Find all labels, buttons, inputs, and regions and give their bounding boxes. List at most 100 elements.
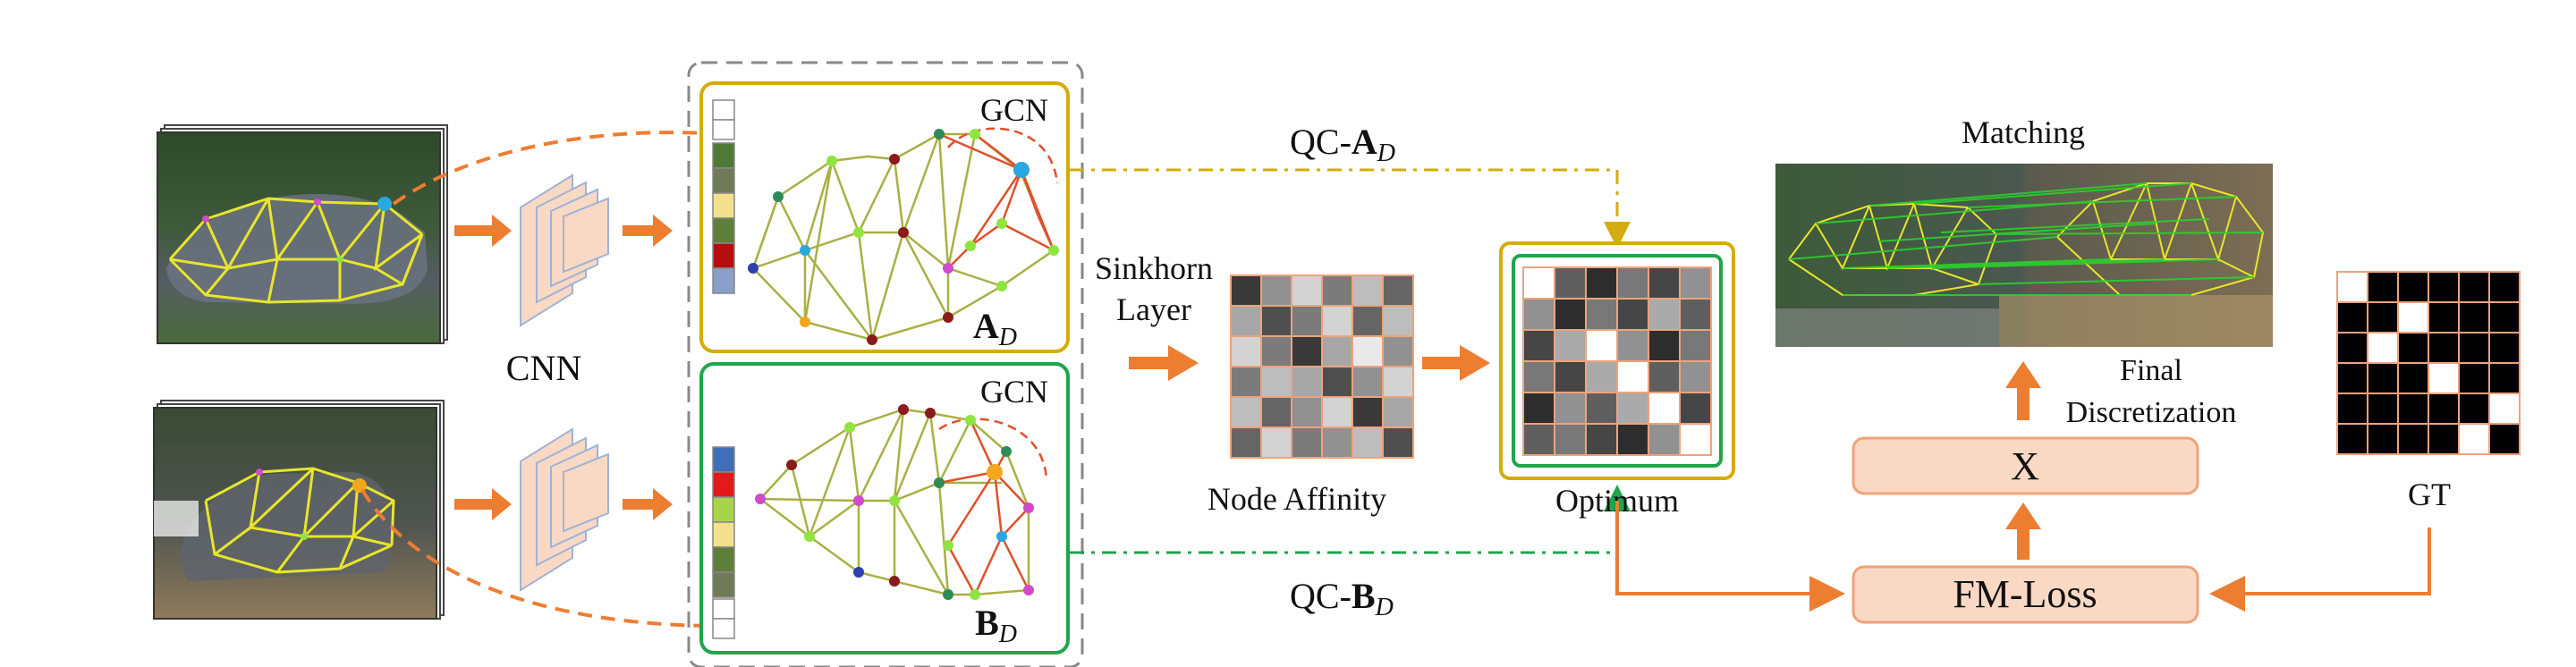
graph-a-nodes (748, 129, 1059, 345)
affinity-cell (1230, 335, 1262, 367)
sinkhorn-label-line2: Layer (1116, 291, 1191, 327)
optimum-cell (1616, 423, 1649, 456)
gt-cell (2367, 393, 2399, 425)
gt-cell (2397, 423, 2429, 455)
gt-cell (2367, 271, 2399, 303)
qc-b-label: QC-BD (1290, 576, 1394, 621)
final-discretization-line1: Final (2120, 354, 2182, 387)
gt-cell (2397, 271, 2429, 303)
affinity-cell (1352, 274, 1384, 307)
fm-loss-label: FM-Loss (1953, 572, 2097, 616)
input-image-bottom (153, 400, 445, 620)
affinity-cell (1291, 396, 1323, 428)
gt-cell (2397, 393, 2429, 425)
optimum-cell (1585, 392, 1618, 425)
affinity-cell (1382, 366, 1414, 398)
optimum-cell (1616, 298, 1649, 331)
gt-cell (2336, 301, 2368, 334)
top-anchor-node (377, 197, 392, 211)
gt-cell (2428, 301, 2460, 334)
final-discretization-line2: Discretization (2066, 396, 2237, 429)
gt-cell (2458, 362, 2490, 394)
optimum-cell (1522, 360, 1555, 393)
affinity-cell (1382, 335, 1414, 367)
affinity-cell (1321, 396, 1353, 428)
optimum-cell (1554, 329, 1587, 362)
optimum-cell (1679, 266, 1712, 300)
dashed-link-top (392, 131, 721, 206)
affinity-cell (1260, 274, 1292, 307)
gt-cell (2458, 393, 2490, 425)
optimum-cell (1616, 266, 1649, 300)
affinity-cell (1352, 426, 1384, 459)
affinity-cell (1382, 305, 1414, 337)
affinity-cell (1382, 426, 1414, 459)
gt-cell (2458, 301, 2490, 334)
gcn-label-top: GCN (980, 92, 1048, 128)
feature-bar-bottom (712, 446, 735, 639)
optimum-cell (1679, 392, 1712, 425)
optimum-cell (1679, 423, 1712, 456)
gt-cell (2428, 362, 2460, 394)
gt-cell (2428, 393, 2460, 425)
gt-cell (2428, 332, 2460, 364)
graph-b-nodes (755, 404, 1034, 600)
optimum-cell (1679, 329, 1712, 362)
dashed-link-bottom (360, 488, 721, 628)
gt-cell (2367, 301, 2399, 334)
affinity-cell (1352, 335, 1384, 367)
affinity-cell (1321, 335, 1353, 367)
gcn-box-bottom: GCN (699, 362, 1070, 654)
optimum-cell (1616, 392, 1649, 425)
affinity-cell (1230, 396, 1262, 428)
affinity-cell (1291, 305, 1323, 337)
matching-lines (1788, 182, 2264, 296)
optimum-cell (1616, 329, 1649, 362)
gt-cell (2488, 362, 2521, 394)
optimum-cell (1648, 329, 1681, 362)
graph-a-label: AD (973, 306, 1017, 351)
optimum-to-fmloss-line (1615, 501, 1845, 612)
affinity-cell (1352, 366, 1384, 398)
optimum-cell (1648, 360, 1681, 393)
optimum-cell (1522, 392, 1555, 425)
optimum-cell (1585, 423, 1618, 456)
gt-to-fmloss-line (2209, 528, 2431, 612)
gt-cell (2488, 393, 2521, 425)
affinity-cell (1291, 274, 1323, 307)
optimum-cell (1585, 266, 1618, 300)
gt-cell (2336, 362, 2368, 394)
x-box (1852, 436, 2199, 495)
gt-cell (2488, 271, 2521, 303)
gt-cell (2488, 332, 2521, 364)
node-affinity-label: Node Affinity (1208, 481, 1386, 517)
optimum-matrix (1522, 266, 1712, 456)
cnn-block-top (520, 173, 609, 327)
gt-cell (2458, 332, 2490, 364)
graph-b-red-edges (938, 419, 1030, 595)
optimum-cell (1554, 298, 1587, 331)
gt-cell (2458, 271, 2490, 303)
affinity-cell (1382, 396, 1414, 428)
graph-b-label: BD (975, 603, 1017, 648)
gt-cell (2367, 423, 2399, 455)
optimum-cell (1616, 360, 1649, 393)
cnn-block-bottom (520, 427, 609, 592)
bottom-anchor-node (352, 478, 367, 493)
gt-cell (2458, 423, 2490, 455)
cnn-label: CNN (506, 348, 581, 388)
affinity-cell (1260, 305, 1292, 337)
affinity-cell (1260, 335, 1292, 367)
qc-a-label: QC-AD (1290, 122, 1395, 167)
gt-cell (2336, 271, 2368, 303)
affinity-cell (1382, 274, 1414, 307)
matching-image (1775, 164, 2273, 347)
gcn-container (687, 61, 1084, 667)
optimum-cell (1554, 360, 1587, 393)
affinity-cell (1291, 426, 1323, 459)
optimum-cell (1648, 298, 1681, 331)
top-image-graph (168, 197, 424, 304)
gt-cell (2397, 332, 2429, 364)
optimum-cell (1648, 266, 1681, 300)
gt-cell (2367, 362, 2399, 394)
